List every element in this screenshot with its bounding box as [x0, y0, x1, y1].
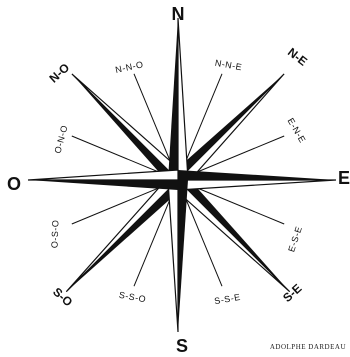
point-west	[28, 170, 178, 190]
label-northeast: N-E	[285, 45, 310, 69]
label-ono: O-N-O	[53, 124, 70, 155]
point-southwest	[66, 174, 184, 292]
label-north: N	[172, 4, 185, 24]
artist-signature: ADOLPHE DARDEAU	[270, 343, 346, 351]
point-northeast	[172, 74, 285, 186]
point-northwest	[72, 74, 184, 186]
label-northwest: N-O	[46, 60, 72, 85]
point-north	[168, 18, 188, 180]
label-west: O	[7, 174, 21, 194]
label-southeast: S-E	[280, 281, 304, 305]
label-nne: N-N-E	[214, 58, 243, 73]
label-ese: E-S-E	[286, 225, 304, 253]
label-oso: O-S-O	[50, 219, 61, 248]
label-sse: S-S-E	[214, 292, 242, 306]
point-south	[168, 180, 188, 332]
label-south: S	[176, 336, 188, 356]
label-southwest: S-O	[50, 285, 75, 310]
label-ene: E-N-E	[286, 116, 308, 144]
point-east	[178, 170, 336, 190]
label-east: E	[338, 168, 350, 188]
label-sso: S-S-O	[118, 290, 147, 305]
label-nno: N-N-O	[114, 59, 144, 75]
point-southeast	[172, 174, 290, 292]
